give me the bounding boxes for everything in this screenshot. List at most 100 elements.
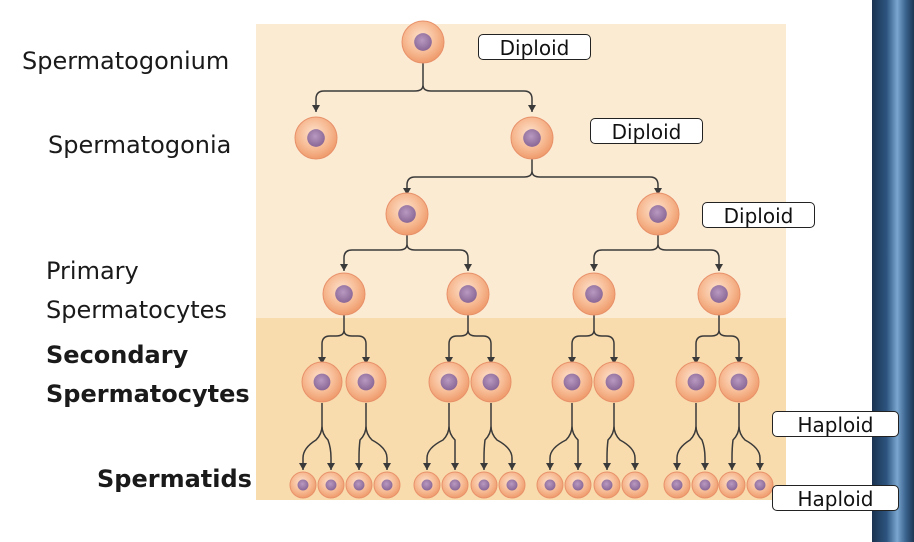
cell-spermatid-11: [621, 471, 649, 499]
arrow-level1-head-1: [528, 105, 536, 112]
cell-spermatid-13: [691, 471, 719, 499]
cell-secondary-spermatocyte-3: [470, 361, 512, 403]
arrow-level2-head-1: [654, 188, 662, 195]
cell-layer: [289, 20, 774, 499]
arrow-primary-0: [321, 315, 367, 364]
cell-spermatid-2: [345, 471, 373, 499]
arrow-secondary-7: [731, 403, 761, 470]
arrow-level3-right-head-0: [590, 264, 598, 271]
cell-spermatogonia-left: [294, 116, 338, 160]
arrow-level2: [406, 159, 659, 195]
cell-spermatid-15: [746, 471, 774, 499]
arrow-secondary-3-head-1: [508, 463, 516, 470]
arrow-secondary-0: [302, 403, 332, 470]
ploidy-box-level3: Diploid: [702, 202, 815, 228]
cell-secondary-spermatocyte-0: [301, 361, 343, 403]
label-secondary-line1: Secondary: [46, 341, 189, 369]
cell-secondary-spermatocyte-4: [551, 361, 593, 403]
label-secondary-line2: Spermatocytes: [46, 380, 250, 408]
cell-primary-spermatocyte-0: [322, 272, 366, 316]
label-spermatogonia: Spermatogonia: [48, 131, 232, 159]
cell-spermatid-1: [317, 471, 345, 499]
cell-primary-spermatocyte-2: [572, 272, 616, 316]
arrow-secondary-6-head-1: [701, 463, 709, 470]
label-primary-line2: Spermatocytes: [46, 296, 227, 324]
arrow-primary-1: [448, 315, 492, 364]
lower-panel: [256, 318, 786, 500]
cell-spermatid-12: [663, 471, 691, 499]
cell-secondary-spermatocyte-6: [675, 361, 717, 403]
arrow-primary-2-head-0: [568, 357, 576, 364]
cell-secondary-spermatocyte-7: [718, 361, 760, 403]
arrow-primary-1-head-1: [487, 357, 495, 364]
arrow-primary-2: [571, 315, 615, 364]
cell-secondary-spermatocyte-2: [428, 361, 470, 403]
cell-spermatid-8: [536, 471, 564, 499]
cell-secondary-spermatocyte-5: [593, 361, 635, 403]
arrow-level3-left: [343, 235, 469, 271]
arrow-secondary-0-head-1: [327, 463, 335, 470]
label-spermatids: Spermatids: [97, 465, 252, 493]
decorative-edge-image: [872, 0, 914, 542]
cell-primary-spermatocyte-3: [697, 272, 741, 316]
cell-spermatid-14: [718, 471, 746, 499]
arrow-secondary-3-head-0: [480, 463, 488, 470]
cell-spermatid-0: [289, 471, 317, 499]
arrow-secondary-2-head-1: [451, 463, 459, 470]
cell-spermatid-9: [564, 471, 592, 499]
arrow-secondary-3: [483, 403, 513, 470]
arrow-secondary-6-head-0: [673, 463, 681, 470]
cell-spermatogonia-right: [510, 116, 554, 160]
arrow-secondary-5-head-0: [603, 463, 611, 470]
ploidy-box-level2: Diploid: [590, 118, 703, 144]
cell-level3-0: [385, 192, 429, 236]
arrow-primary-3: [695, 315, 740, 364]
arrow-secondary-7-head-0: [728, 463, 736, 470]
cell-spermatid-10: [593, 471, 621, 499]
cell-spermatid-3: [373, 471, 401, 499]
arrow-secondary-6: [676, 403, 706, 470]
arrow-primary-2-head-1: [610, 357, 618, 364]
arrow-primary-0-head-0: [318, 357, 326, 364]
arrow-primary-1-head-0: [445, 357, 453, 364]
arrow-layer: [299, 63, 764, 470]
cell-primary-spermatocyte-1: [446, 272, 490, 316]
arrow-secondary-0-head-0: [299, 463, 307, 470]
arrow-secondary-1: [358, 403, 388, 470]
arrow-secondary-1-head-1: [383, 463, 391, 470]
arrow-secondary-2: [426, 403, 456, 470]
arrow-primary-0-head-1: [362, 357, 370, 364]
arrow-secondary-5: [606, 403, 636, 470]
cell-spermatid-6: [470, 471, 498, 499]
cell-secondary-spermatocyte-1: [345, 361, 387, 403]
cell-spermatid-7: [498, 471, 526, 499]
label-spermatogonium: Spermatogonium: [22, 47, 230, 75]
ploidy-box-spermatids: Haploid: [772, 485, 899, 511]
upper-panel: [256, 24, 786, 318]
ploidy-box-secondary: Haploid: [772, 411, 899, 437]
cell-spermatogonium: [401, 20, 445, 64]
cell-spermatid-5: [441, 471, 469, 499]
ploidy-box-level1: Diploid: [478, 34, 591, 60]
arrow-level3-left-head-1: [464, 264, 472, 271]
arrow-secondary-4: [549, 403, 579, 470]
label-primary-line1: Primary: [46, 257, 139, 285]
arrow-level1-head-0: [312, 105, 320, 112]
arrow-level3-right: [593, 235, 720, 271]
arrow-level3-left-head-0: [340, 264, 348, 271]
arrow-level3-right-head-1: [715, 264, 723, 271]
arrow-secondary-5-head-1: [631, 463, 639, 470]
arrow-secondary-4-head-0: [546, 463, 554, 470]
arrow-secondary-7-head-1: [756, 463, 764, 470]
arrow-level1: [315, 63, 533, 112]
arrow-primary-3-head-0: [692, 357, 700, 364]
arrow-secondary-2-head-0: [423, 463, 431, 470]
cell-level3-1: [636, 192, 680, 236]
arrow-secondary-4-head-1: [574, 463, 582, 470]
arrow-primary-3-head-1: [735, 357, 743, 364]
arrow-level2-head-0: [403, 188, 411, 195]
cell-spermatid-4: [413, 471, 441, 499]
arrow-secondary-1-head-0: [355, 463, 363, 470]
